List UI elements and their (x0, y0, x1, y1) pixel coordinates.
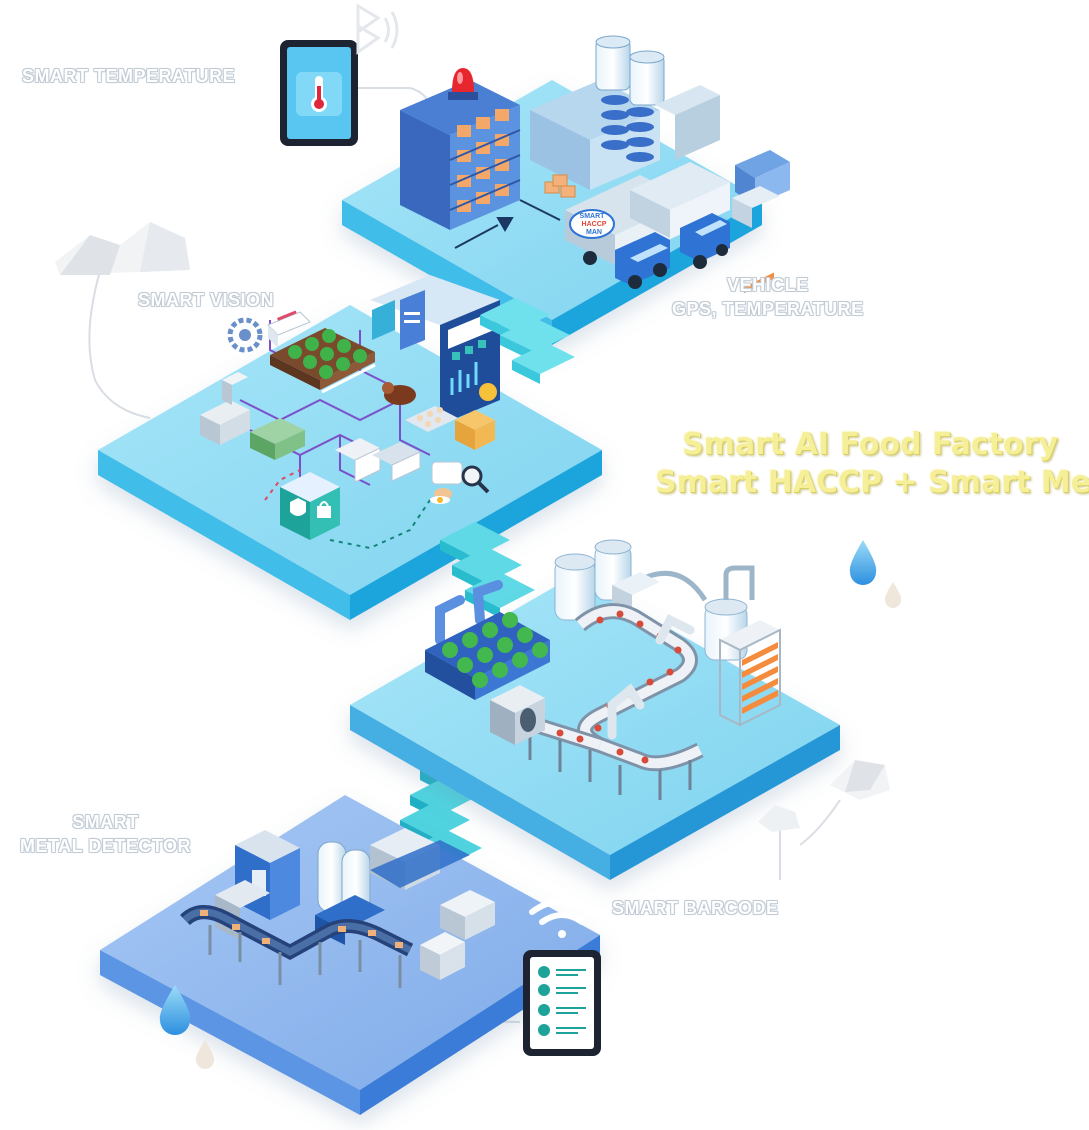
water-drop-icon (159, 540, 902, 1069)
conveyor-bottom-items (200, 910, 403, 948)
livestock-icon (382, 382, 416, 405)
truck-logo-line1: SMART (580, 213, 606, 220)
bluetooth-icon (356, 3, 399, 55)
dashed-flow (264, 469, 301, 501)
shield-lock-icon (280, 472, 340, 540)
robot-arm (435, 580, 503, 645)
label-smart-temperature: SMART TEMPERATURE (22, 66, 236, 86)
magnifier-icon (430, 461, 490, 504)
tunnel-machine (490, 685, 545, 745)
packaging-unit (370, 828, 495, 980)
stairs-1 (480, 298, 575, 384)
pc-terminal (335, 438, 421, 483)
processing-tower (530, 35, 790, 228)
storage-shelf (400, 80, 521, 230)
label-smart-barcode: SMART BARCODE (612, 898, 779, 918)
mixing-tanks (554, 539, 755, 661)
thermometer-tablet-icon (280, 40, 358, 146)
label-metal-line1: SMART (72, 812, 139, 832)
label-vehicle: VEHICLE GPS, TEMPERATURE (672, 273, 864, 321)
alarm-light-icon (448, 68, 478, 100)
packing-machine (200, 372, 250, 445)
dashboard-icon (370, 275, 500, 425)
label-vehicle-line1: VEHICLE (727, 275, 809, 295)
delivery-truck-2 (630, 162, 730, 269)
cloud-icon (55, 222, 190, 275)
direction-arrow (454, 199, 561, 249)
label-metal-detector: SMART METAL DETECTOR (20, 810, 191, 858)
title-line1: Smart AI Food Factory (682, 427, 1058, 462)
pressure-tanks (315, 841, 385, 945)
egg-tray (405, 406, 458, 432)
wifi-icon (529, 898, 595, 938)
truck-logo-line3: MAN (586, 229, 602, 236)
truck-logo-line2: HACCP (582, 221, 607, 228)
title-line2: Smart HACCP + Smart Mes (655, 465, 1089, 500)
smart-farm (270, 328, 376, 394)
barcode-tablet-icon (523, 950, 601, 1056)
label-metal-line2: METAL DETECTOR (20, 836, 192, 856)
gear-icon (227, 317, 263, 353)
id-card (267, 310, 311, 348)
robot-arm-white (607, 613, 695, 740)
cargo-boxes (544, 174, 576, 198)
label-vehicle-line2: GPS, TEMPERATURE (672, 299, 864, 319)
product-rack (719, 272, 781, 727)
cloud-icon-right (758, 760, 890, 832)
stacked-boxes (455, 410, 495, 450)
label-smart-vision: SMART VISION (138, 290, 275, 310)
greenhouse (250, 418, 305, 460)
conveyor-belt-bottom (180, 905, 414, 960)
page-title: Smart AI Food Factory Smart HACCP + Smar… (655, 426, 1089, 502)
plant-beds (425, 612, 550, 700)
conveyor-bottom-legs (208, 925, 402, 988)
